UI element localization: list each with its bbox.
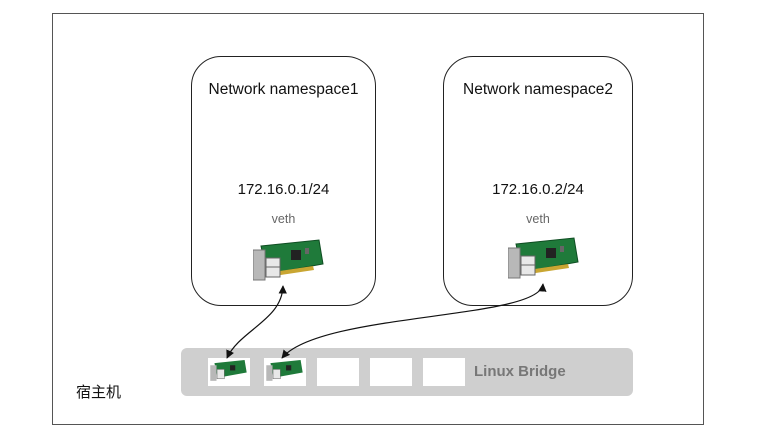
bridge-port-1	[208, 358, 250, 386]
bridge-port-3	[317, 358, 359, 386]
namespace-1-ip: 172.16.0.1/24	[237, 181, 330, 198]
bridge-label: Linux Bridge	[474, 363, 566, 380]
linux-bridge: Linux Bridge	[181, 348, 633, 396]
network-card-icon	[210, 360, 247, 381]
network-card-icon	[266, 360, 303, 381]
namespace-1-title: Network namespace1	[208, 81, 359, 98]
bridge-port-2	[264, 358, 306, 386]
namespace-2-title: Network namespace2	[463, 81, 613, 98]
host-label: 宿主机	[76, 384, 122, 401]
namespace-2-veth-label: veth	[526, 212, 550, 226]
bridge-port-4	[370, 358, 412, 386]
namespace-1-veth-label: veth	[271, 212, 296, 226]
bridge-port-5	[423, 358, 465, 386]
namespace-2-ip: 172.16.0.2/24	[492, 181, 584, 198]
network-card-icon	[508, 237, 579, 279]
network-card-icon	[253, 239, 324, 281]
